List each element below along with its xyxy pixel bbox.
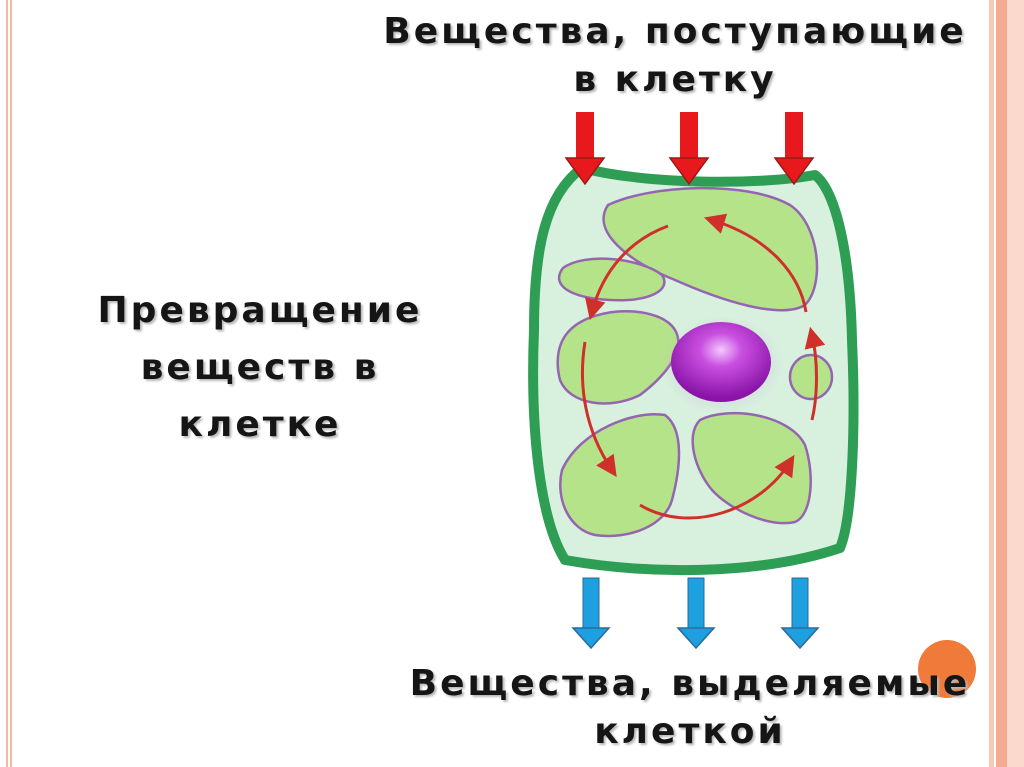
outflow-arrow-2 (676, 577, 716, 650)
organelle-left-small (557, 257, 666, 302)
outflow-arrow-1 (571, 577, 611, 650)
inflow-arrow-2 (668, 112, 710, 186)
transform-label-line1: Превращение (97, 290, 423, 331)
inflow-arrow-3 (773, 112, 815, 186)
accent-dot (918, 640, 976, 698)
incoming-substances-label: Вещества, поступающие в клетку (340, 8, 1010, 104)
incoming-label-line1: Вещества, поступающие (383, 11, 967, 52)
outflow-arrow-3 (780, 577, 820, 650)
excreted-substances-label: Вещества, выделяемые клеткой (360, 660, 1020, 756)
slide-border-right (985, 0, 1024, 767)
organelle-bottom-left (559, 413, 681, 538)
incoming-label-line2: в клетку (573, 59, 777, 100)
transform-label-line2: веществ в (140, 347, 380, 388)
flow-arrow-right (804, 326, 826, 421)
nucleus (671, 322, 771, 402)
transform-label-line3: клетке (178, 404, 342, 445)
organelle-left-middle (556, 310, 680, 405)
outgoing-label-line2: клеткой (594, 711, 786, 752)
flow-arrow-top-left (585, 224, 669, 321)
flow-arrow-bottom (639, 454, 795, 520)
transformation-label: Превращение веществ в клетке (60, 282, 460, 453)
slide-border-left (6, 0, 12, 767)
flow-arrow-top-right (703, 213, 808, 313)
flow-arrow-left (580, 341, 617, 477)
outgoing-label-line1: Вещества, выделяемые (409, 663, 971, 704)
organelle-bottom-right (691, 411, 812, 525)
organelle-right-small (788, 353, 834, 401)
inflow-arrow-1 (564, 112, 606, 186)
